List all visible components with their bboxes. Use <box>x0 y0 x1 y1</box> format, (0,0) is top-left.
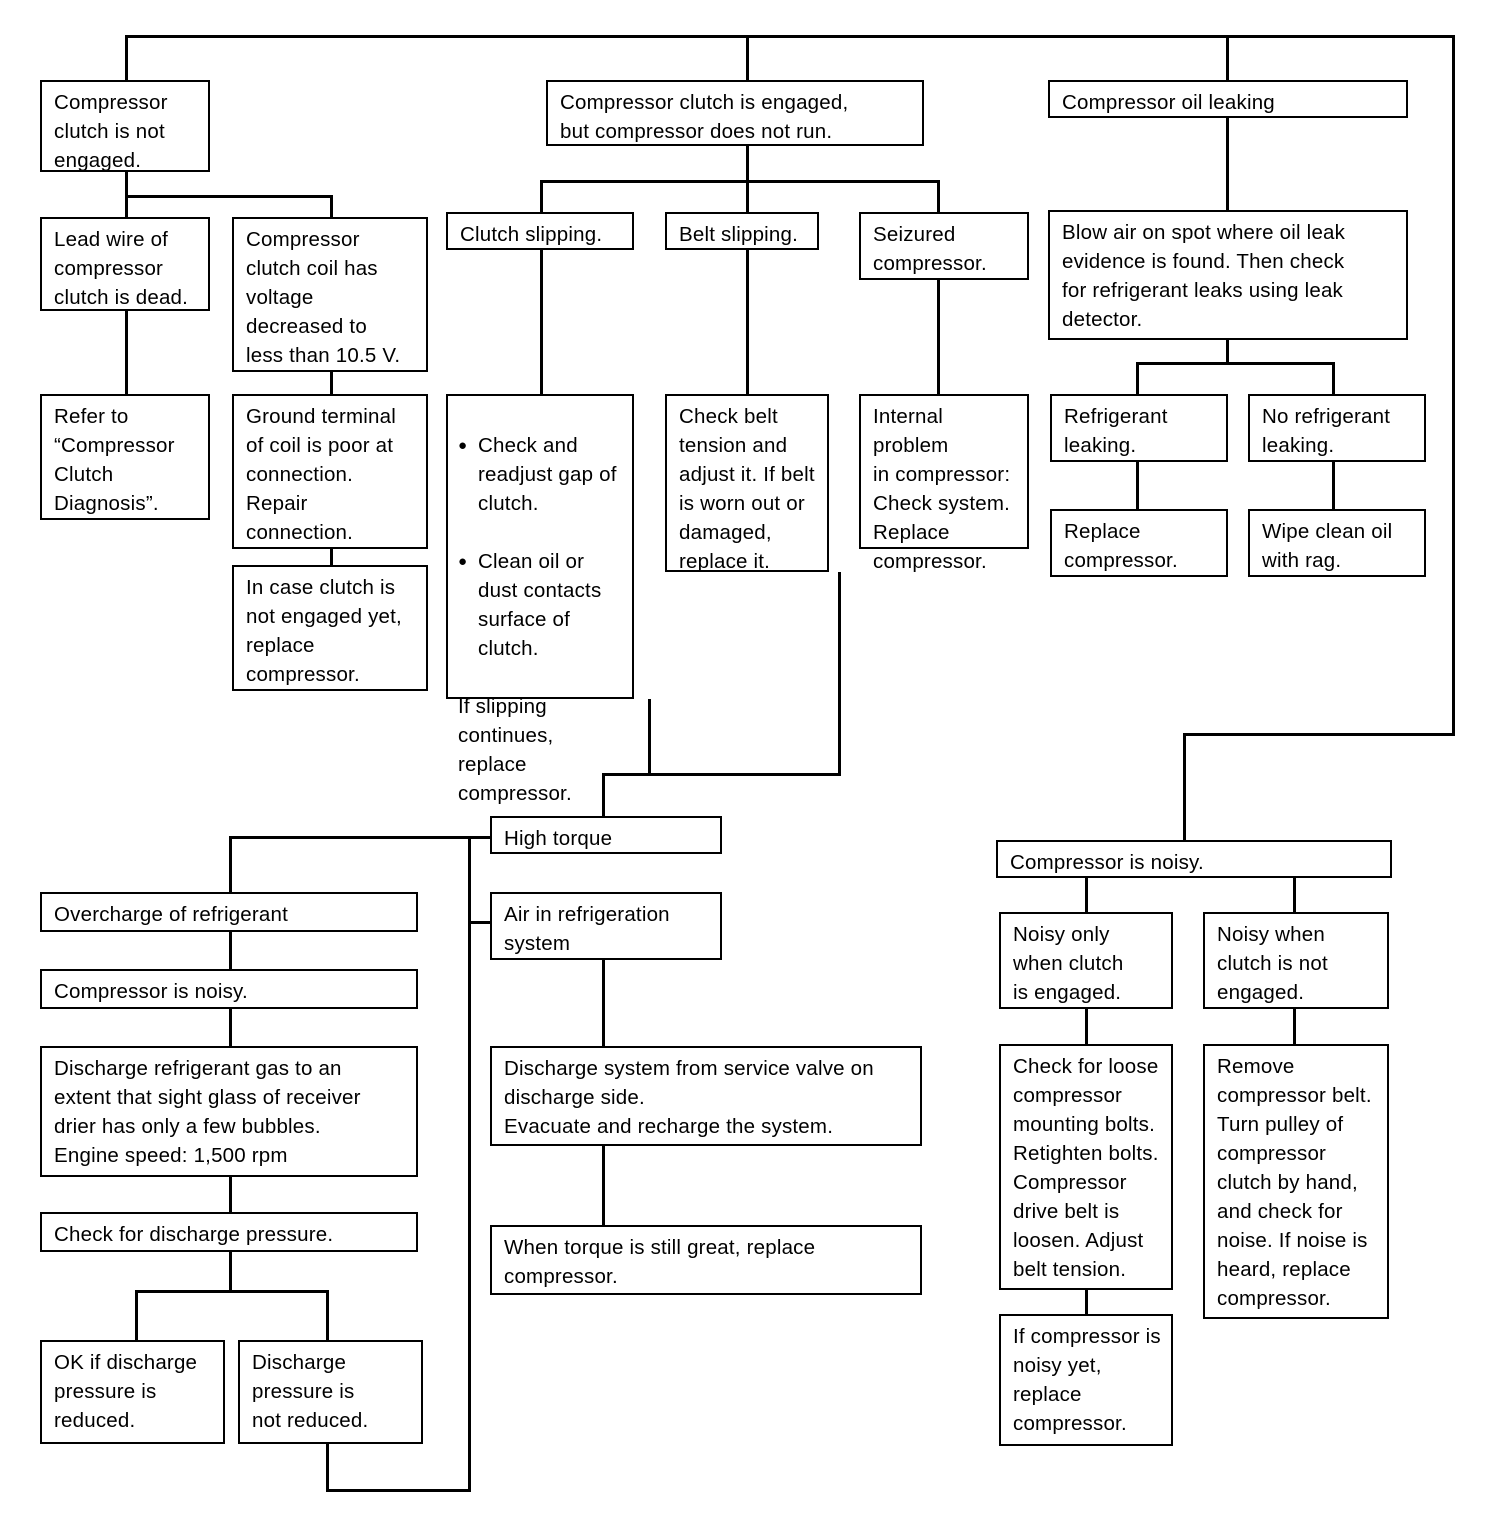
node-wipe-clean-oil[interactable]: Wipe clean oil with rag. <box>1248 509 1426 577</box>
node-pressure-not-reduced[interactable]: Discharge pressure is not reduced. <box>238 1340 423 1444</box>
edge-check-bolts-to-if-noisy <box>1085 1290 1088 1316</box>
node-no-refrigerant-leaking[interactable]: No refrigerant leaking. <box>1248 394 1426 462</box>
edge-to-coil-voltage <box>330 195 333 218</box>
edge-lead-wire-to-refer <box>125 311 128 396</box>
edge-to-seizured <box>937 180 940 212</box>
edge-high-torque-left-branch <box>229 836 492 839</box>
node-ground-terminal-poor[interactable]: Ground terminal of coil is poor at conne… <box>232 394 428 549</box>
node-discharge-gas[interactable]: Discharge refrigerant gas to an extent t… <box>40 1046 418 1177</box>
edge-noisy-to-clutch-not-engaged <box>1293 878 1296 914</box>
edge-coil-to-ground-terminal <box>330 372 333 396</box>
edge-down-to-compressor-noisy <box>1183 733 1186 841</box>
clutch-slipping-action-tail: If slipping continues, replace compresso… <box>458 695 572 805</box>
node-compressor-is-noisy[interactable]: Compressor is noisy. <box>996 840 1392 878</box>
edge-top-bus <box>125 35 1455 38</box>
edge-clutch-not-engaged-down <box>125 172 128 197</box>
node-torque-still-great[interactable]: When torque is still great, replace comp… <box>490 1225 922 1295</box>
edge-discharge-gas-to-check <box>229 1177 232 1213</box>
node-in-case-not-engaged[interactable]: In case clutch is not engaged yet, repla… <box>232 565 428 691</box>
edge-leak-split <box>1136 362 1335 365</box>
edge-to-not-reduced <box>326 1290 329 1342</box>
node-refer-diagnosis[interactable]: Refer to “Compressor Clutch Diagnosis”. <box>40 394 210 520</box>
edge-noisy-to-clutch-engaged <box>1085 878 1088 914</box>
node-check-loose-bolts[interactable]: Check for loose compressor mounting bolt… <box>999 1044 1173 1290</box>
node-high-torque[interactable]: High torque <box>490 816 722 854</box>
edge-to-no-refrigerant-leaking <box>1332 362 1335 394</box>
edge-to-ok-reduced <box>135 1290 138 1342</box>
edge-belt-slipping-down <box>746 250 749 394</box>
edge-engaged-down <box>746 146 749 181</box>
edge-top-to-clutch-not-engaged <box>125 35 128 80</box>
edge-right-to-noisy <box>1183 733 1455 736</box>
edge-not-reduced-return <box>326 1489 471 1492</box>
edge-clutch-slipping-down <box>540 250 543 394</box>
node-oil-leaking[interactable]: Compressor oil leaking <box>1048 80 1408 118</box>
edge-air-to-discharge-system <box>602 960 605 1046</box>
node-clutch-slipping[interactable]: Clutch slipping. <box>446 212 634 250</box>
node-replace-compressor-leak[interactable]: Replace compressor. <box>1050 509 1228 577</box>
edge-to-lead-wire <box>125 195 128 218</box>
edge-not-reduced-down <box>326 1444 329 1491</box>
edge-oil-leaking-down <box>1226 118 1229 212</box>
edge-clutch-not-engaged-split <box>125 195 333 198</box>
node-noisy-clutch-not-engaged[interactable]: Noisy when clutch is not engaged. <box>1203 912 1389 1009</box>
edge-seizured-down <box>937 280 940 394</box>
edge-to-air-in-system <box>468 921 498 924</box>
bullet-check-readjust: Check and readjust gap of clutch. <box>458 431 622 518</box>
edge-clutch-slipping-long-drop <box>648 699 651 775</box>
edge-return-riser <box>468 836 471 1491</box>
edge-top-to-clutch-engaged <box>746 35 749 80</box>
edge-to-belt-slipping <box>746 180 749 212</box>
node-seizure-action[interactable]: Internal problem in compressor: Check sy… <box>859 394 1029 573</box>
edge-engaged-to-check-bolts <box>1085 1009 1088 1046</box>
edge-to-overcharge <box>229 836 232 894</box>
node-noisy-clutch-engaged[interactable]: Noisy only when clutch is engaged. <box>999 912 1173 1009</box>
edge-ground-to-in-case <box>330 549 333 569</box>
node-seizured-compressor[interactable]: Seizured compressor. <box>859 212 1029 280</box>
node-discharge-system[interactable]: Discharge system from service valve on d… <box>490 1046 922 1146</box>
edge-to-refrigerant-leaking <box>1136 362 1139 394</box>
edge-no-refrigerant-to-wipe <box>1332 462 1335 510</box>
edge-collector-to-high-torque <box>602 773 605 818</box>
edge-overcharge-to-noisy <box>229 932 232 970</box>
edge-not-engaged-to-remove-belt <box>1293 1009 1296 1046</box>
edge-top-to-oil-leaking <box>1226 35 1229 80</box>
node-lead-wire-dead[interactable]: Lead wire of compressor clutch is dead. <box>40 217 210 311</box>
node-remove-belt[interactable]: Remove compressor belt. Turn pulley of c… <box>1203 1044 1389 1319</box>
node-clutch-slipping-action[interactable]: Check and readjust gap of clutch. Clean … <box>446 394 634 805</box>
bullet-clean-oil: Clean oil or dust contacts surface of cl… <box>458 547 622 663</box>
edge-to-clutch-slipping <box>540 180 543 212</box>
node-belt-action[interactable]: Check belt tension and adjust it. If bel… <box>665 394 829 573</box>
node-clutch-not-engaged[interactable]: Compressor clutch is not engaged. <box>40 80 210 172</box>
edge-refrigerant-to-replace <box>1136 462 1139 510</box>
edge-noisy-to-discharge-gas <box>229 1009 232 1047</box>
node-belt-slipping[interactable]: Belt slipping. <box>665 212 819 250</box>
edge-pressure-split <box>135 1290 329 1293</box>
node-if-noisy-yet[interactable]: If compressor is noisy yet, replace comp… <box>999 1314 1173 1446</box>
edge-top-right-riser <box>1452 35 1455 735</box>
node-overcharge[interactable]: Overcharge of refrigerant <box>40 892 418 932</box>
edge-check-pressure-down <box>229 1252 232 1292</box>
node-air-in-system[interactable]: Air in refrigeration system <box>490 892 722 960</box>
edge-high-torque-collector <box>602 773 841 776</box>
edge-blow-air-down <box>1226 340 1229 364</box>
edge-engaged-split <box>540 180 940 183</box>
node-coil-voltage-low[interactable]: Compressor clutch coil has voltage decre… <box>232 217 428 372</box>
node-compressor-noisy-left[interactable]: Compressor is noisy. <box>40 969 418 1009</box>
node-check-discharge-pressure[interactable]: Check for discharge pressure. <box>40 1212 418 1252</box>
node-clutch-engaged-no-run[interactable]: Compressor clutch is engaged, but compre… <box>546 80 924 146</box>
edge-discharge-system-to-torque-great <box>602 1146 605 1228</box>
node-blow-air[interactable]: Blow air on spot where oil leak evidence… <box>1048 210 1408 340</box>
edge-belt-long-drop <box>838 572 841 775</box>
node-ok-pressure-reduced[interactable]: OK if discharge pressure is reduced. <box>40 1340 225 1444</box>
node-refrigerant-leaking[interactable]: Refrigerant leaking. <box>1050 394 1228 462</box>
